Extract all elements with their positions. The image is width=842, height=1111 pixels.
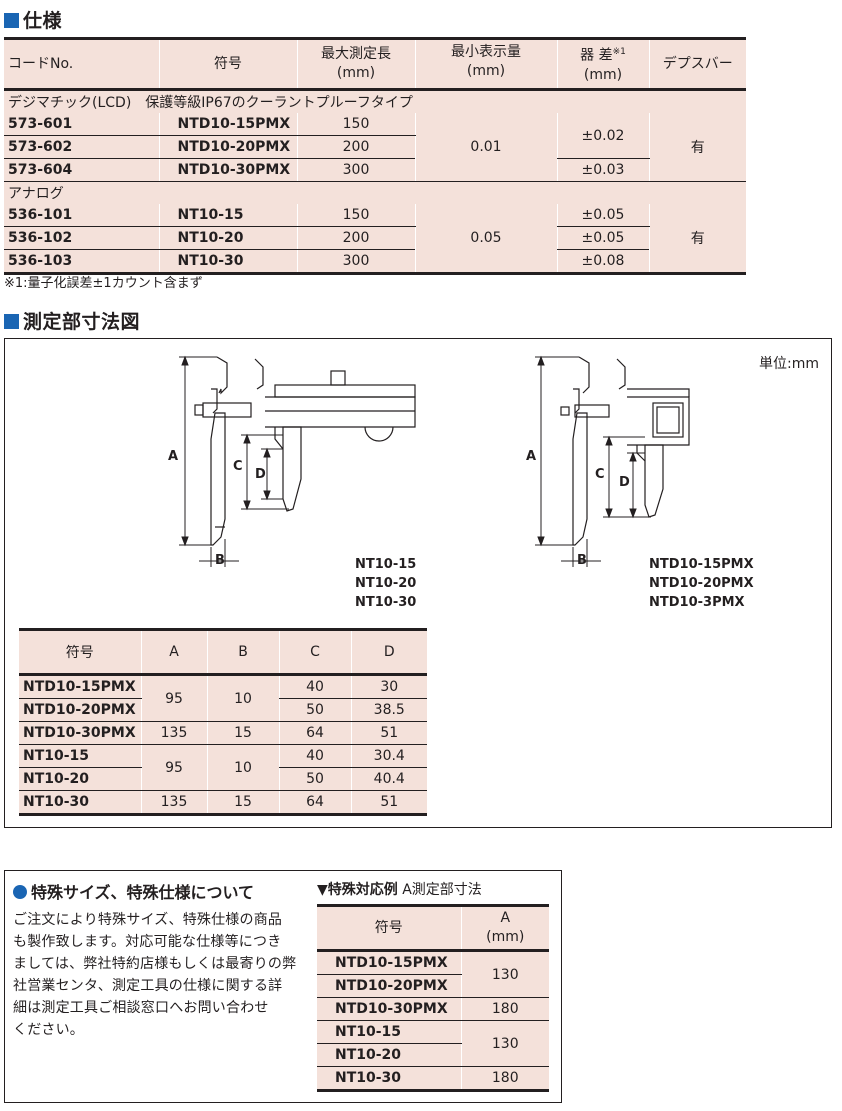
blue-circle-icon — [13, 885, 27, 899]
group-row-digimatic: デジマチック(LCD) 保護等級IP67のクーラントプルーフタイプ — [4, 89, 746, 113]
table-row: NTD10-30PMX 135 15 64 51 — [19, 721, 427, 745]
table-row: NT10-30 180 — [317, 1066, 549, 1092]
spec-section-title: 仕様 — [4, 6, 62, 33]
dim-label-b-right: B — [577, 553, 587, 568]
special-order-box: 特殊サイズ、特殊仕様について ご注文により特殊サイズ、特殊仕様の商品 も製作致し… — [4, 870, 562, 1103]
example-header-row: 符号 A(mm) — [317, 904, 549, 952]
special-title: 特殊サイズ、特殊仕様について — [13, 879, 254, 903]
example-title: ▼特殊対応例 A測定部寸法 — [317, 882, 482, 898]
special-description: ご注文により特殊サイズ、特殊仕様の商品 も製作致します。対応可能な仕様等につき … — [13, 912, 297, 1038]
table-row: NT10-30 135 15 64 51 — [19, 790, 427, 816]
dim-label-a: A — [168, 449, 179, 464]
dimension-frame: 単位:mm — [4, 338, 832, 828]
table-row: NT10-15 95 10 40 30.4 — [19, 744, 427, 791]
table-row: 536-101 NT10-15 150 0.05 ±0.05 有 — [4, 204, 746, 275]
dim-label-b: B — [215, 553, 225, 568]
header-symbol: 符号 — [158, 37, 297, 91]
spec-footnote: ※1:量子化誤差±1カウント含まず — [4, 276, 203, 291]
table-row: NTD10-30PMX 180 — [317, 997, 549, 1021]
table-row: 536-103 NT10-30 300 ±0.08 — [4, 249, 746, 275]
dimension-section-title: 測定部寸法図 — [4, 307, 140, 334]
header-depth-bar: デプスバー — [648, 37, 746, 91]
header-max-length: 最大測定長(mm) — [296, 37, 415, 91]
group-row-analog: アナログ — [4, 181, 746, 204]
dim-label-d: D — [255, 467, 266, 482]
example-table: 符号 A(mm) NTD10-15PMX 130 NTD10-20PMX NTD… — [317, 904, 549, 1092]
depth-bar-cell: 有 — [648, 204, 746, 275]
table-row: NTD10-20PMX — [317, 974, 549, 998]
header-resolution: 最小表示量(mm) — [414, 37, 557, 91]
resolution-cell: 0.01 — [414, 113, 557, 182]
caliper-diagram-digital — [535, 355, 690, 567]
spec-table: コードNo. 符号 最大測定長(mm) 最小表示量(mm) 器 差※1(mm) … — [4, 37, 746, 275]
table-row: NTD10-20PMX 50 38.5 — [19, 698, 427, 722]
dim-header-row: 符号 A B C D — [19, 628, 427, 676]
caliper-diagram-analog — [179, 355, 416, 567]
model-list-digital: NTD10-15PMX NTD10-20PMX NTD10-3PMX — [649, 557, 754, 610]
table-row: 536-102 NT10-20 200 ±0.05 — [4, 226, 746, 250]
depth-bar-cell: 有 — [648, 113, 746, 182]
table-row: 573-602 NTD10-20PMX 200 — [4, 135, 746, 159]
table-row: NT10-15 130 — [317, 1020, 549, 1067]
blue-square-icon — [4, 314, 19, 329]
table-row: 573-601 NTD10-15PMX 150 0.01 ±0.02 有 — [4, 113, 746, 182]
spec-header-row: コードNo. 符号 最大測定長(mm) 最小表示量(mm) 器 差※1(mm) … — [4, 37, 746, 91]
dim-label-a-right: A — [526, 449, 537, 464]
dim-label-c-right: C — [595, 467, 605, 482]
dimension-table: 符号 A B C D NTD10-15PMX 95 10 40 30 NTD10… — [19, 628, 427, 816]
unit-label: 単位:mm — [759, 356, 819, 372]
dim-label-c: C — [233, 459, 243, 474]
table-row: NT10-20 — [317, 1043, 549, 1067]
resolution-cell: 0.05 — [414, 204, 557, 275]
blue-square-icon — [4, 13, 19, 28]
table-row: NTD10-15PMX 130 — [317, 950, 549, 998]
header-code: コードNo. — [4, 37, 159, 91]
dim-label-d-right: D — [619, 475, 630, 490]
table-row: NTD10-15PMX 95 10 40 30 — [19, 674, 427, 722]
model-list-analog: NT10-15 NT10-20 NT10-30 — [355, 557, 417, 610]
table-row: 573-604 NTD10-30PMX 300 ±0.03 — [4, 158, 746, 182]
table-row: NT10-20 50 40.4 — [19, 767, 427, 791]
header-error: 器 差※1(mm) — [556, 37, 649, 91]
